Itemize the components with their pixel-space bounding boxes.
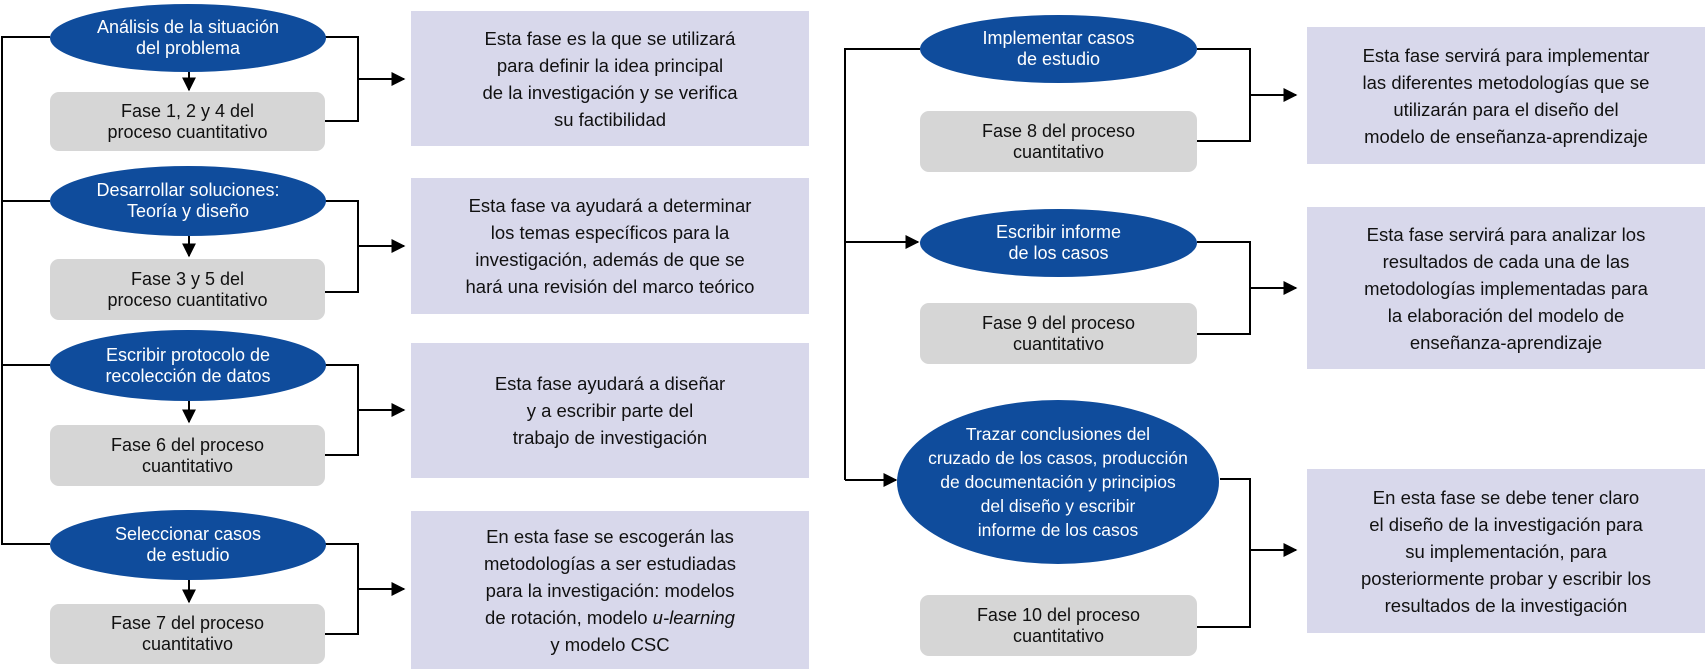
oval-step-3: Escribir protocolo de recolección de dat… [50,330,326,401]
bracket-step-7 [1197,478,1251,628]
oval-step-4-text: Seleccionar casos de estudio [114,524,262,565]
description-step-4-italic: u-learning [652,606,735,628]
bracket-step-4 [325,543,359,635]
description-box-step-5: Esta fase servirá para implementar las d… [1307,27,1705,164]
description-box-step-5-text: Esta fase servirá para implementar las d… [1362,44,1650,147]
phase-box-step-1: Fase 1, 2 y 4 del proceso cuantitativo [50,92,325,151]
phase-box-step-2-text: Fase 3 y 5 del proceso cuantitativo [107,268,268,310]
phase-box-step-5-text: Fase 8 del proceso cuantitativo [981,120,1136,162]
oval-step-1-text: Análisis de la situación del problema [96,17,280,58]
description-box-step-3: Esta fase ayudará a diseñar y a escribir… [411,343,809,478]
bracket-step-3 [325,364,359,456]
bracket-step-1 [325,36,359,122]
description-box-step-4: En esta fase se escogerán las metodologí… [411,511,809,669]
phase-box-step-5: Fase 8 del proceso cuantitativo [920,111,1197,172]
phase-box-step-4: Fase 7 del proceso cuantitativo [50,604,325,664]
bracket-step-5 [1197,48,1251,142]
oval-step-6: Escribir informe de los casos [920,209,1197,277]
bracket-step-2 [325,200,359,293]
description-step-4-after: y modelo CSC [550,633,670,655]
oval-step-6-text: Escribir informe de los casos [995,222,1122,263]
description-box-step-6: Esta fase servirá para analizar los resu… [1307,207,1705,369]
oval-step-5: Implementar casos de estudio [920,15,1197,83]
phase-box-step-4-text: Fase 7 del proceso cuantitativo [110,613,265,654]
phase-box-step-2: Fase 3 y 5 del proceso cuantitativo [50,259,325,320]
oval-step-7-text: Trazar conclusiones del cruzado de los c… [928,424,1188,540]
phase-box-step-1-text: Fase 1, 2 y 4 del proceso cuantitativo [107,100,268,142]
oval-step-4: Seleccionar casos de estudio [50,510,326,580]
description-box-step-7-text: En esta fase se debe tener claro el dise… [1361,486,1651,616]
description-box-step-1-text: Esta fase es la que se utilizará para de… [482,27,738,130]
description-box-step-7: En esta fase se debe tener claro el dise… [1307,469,1705,633]
oval-step-1: Análisis de la situación del problema [50,4,326,72]
phase-box-step-6: Fase 9 del proceso cuantitativo [920,303,1197,364]
oval-step-3-text: Escribir protocolo de recolección de dat… [105,344,271,386]
description-box-step-4-text: En esta fase se escogerán las metodologí… [484,523,736,658]
left-spine [1,36,50,545]
description-step-4-before: En esta fase se escogerán las metodologí… [484,525,736,628]
phase-box-step-7-text: Fase 10 del proceso cuantitativo [976,604,1141,646]
phase-box-step-7: Fase 10 del proceso cuantitativo [920,595,1197,656]
oval-step-5-text: Implementar casos de estudio [982,28,1135,69]
description-box-step-1: Esta fase es la que se utilizará para de… [411,11,809,146]
bracket-step-6 [1197,241,1251,335]
phase-box-step-3: Fase 6 del proceso cuantitativo [50,425,325,486]
description-box-step-3-text: Esta fase ayudará a diseñar y a escribir… [494,373,726,448]
oval-step-2: Desarrollar soluciones: Teoría y diseño [50,166,326,236]
phase-box-step-3-text: Fase 6 del proceso cuantitativo [110,434,265,476]
description-box-step-2: Esta fase va ayudará a determinar los te… [411,178,809,314]
phase-box-step-6-text: Fase 9 del proceso cuantitativo [981,312,1136,354]
description-box-step-2-text: Esta fase va ayudará a determinar los te… [465,195,755,297]
description-box-step-6-text: Esta fase servirá para analizar los resu… [1364,223,1648,353]
right-spine [844,48,920,480]
oval-step-2-text: Desarrollar soluciones: Teoría y diseño [96,180,280,221]
oval-step-7: Trazar conclusiones del cruzado de los c… [897,400,1219,564]
